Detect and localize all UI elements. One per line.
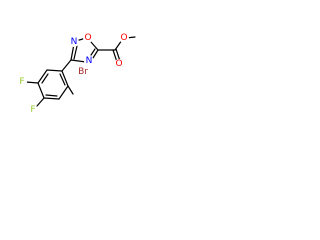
- bond-c5-n4: [92, 49, 99, 59]
- bond-c1-c2: [46, 69, 63, 72]
- bond-c4-f: [36, 97, 45, 107]
- ester-oxygen-label: O: [120, 33, 127, 43]
- carbonyl-oxygen-label: O: [115, 59, 122, 69]
- chemical-structure: Br F F O N N O O: [17, 33, 136, 115]
- ring-nitrogen-bottom-label: N: [86, 56, 93, 66]
- bond-c3-f: [25, 81, 39, 84]
- fluorine-top-label: F: [19, 77, 24, 87]
- bond-c1-oxadiazole: [61, 59, 72, 72]
- atom-labels: Br F F O N N O O: [17, 33, 129, 115]
- bond-c4-c5: [43, 97, 60, 100]
- bond-o1-c5: [90, 41, 99, 51]
- bond-c6-c1: [61, 70, 69, 87]
- bond-n4-c3: [70, 59, 87, 63]
- bond-c3-n2-double: [73, 45, 78, 60]
- bond-c5-n4-double: [90, 48, 96, 56]
- bond-c2-c3: [37, 69, 48, 84]
- bond-c2-c3-double: [41, 73, 49, 84]
- bond-carbonyl-o-double-b: [115, 48, 121, 62]
- ring-nitrogen-top-label: N: [71, 37, 78, 47]
- fluorine-bottom-label: F: [30, 105, 35, 115]
- bond-c3-c4: [37, 82, 45, 99]
- bromine-label: Br: [78, 67, 88, 77]
- bond-c5-c6: [58, 85, 69, 100]
- bond-c6-c1-double: [59, 73, 66, 86]
- bond-c6-br: [67, 85, 74, 95]
- bond-c4-c5-double: [45, 94, 58, 97]
- ring-oxygen-label: O: [84, 33, 91, 43]
